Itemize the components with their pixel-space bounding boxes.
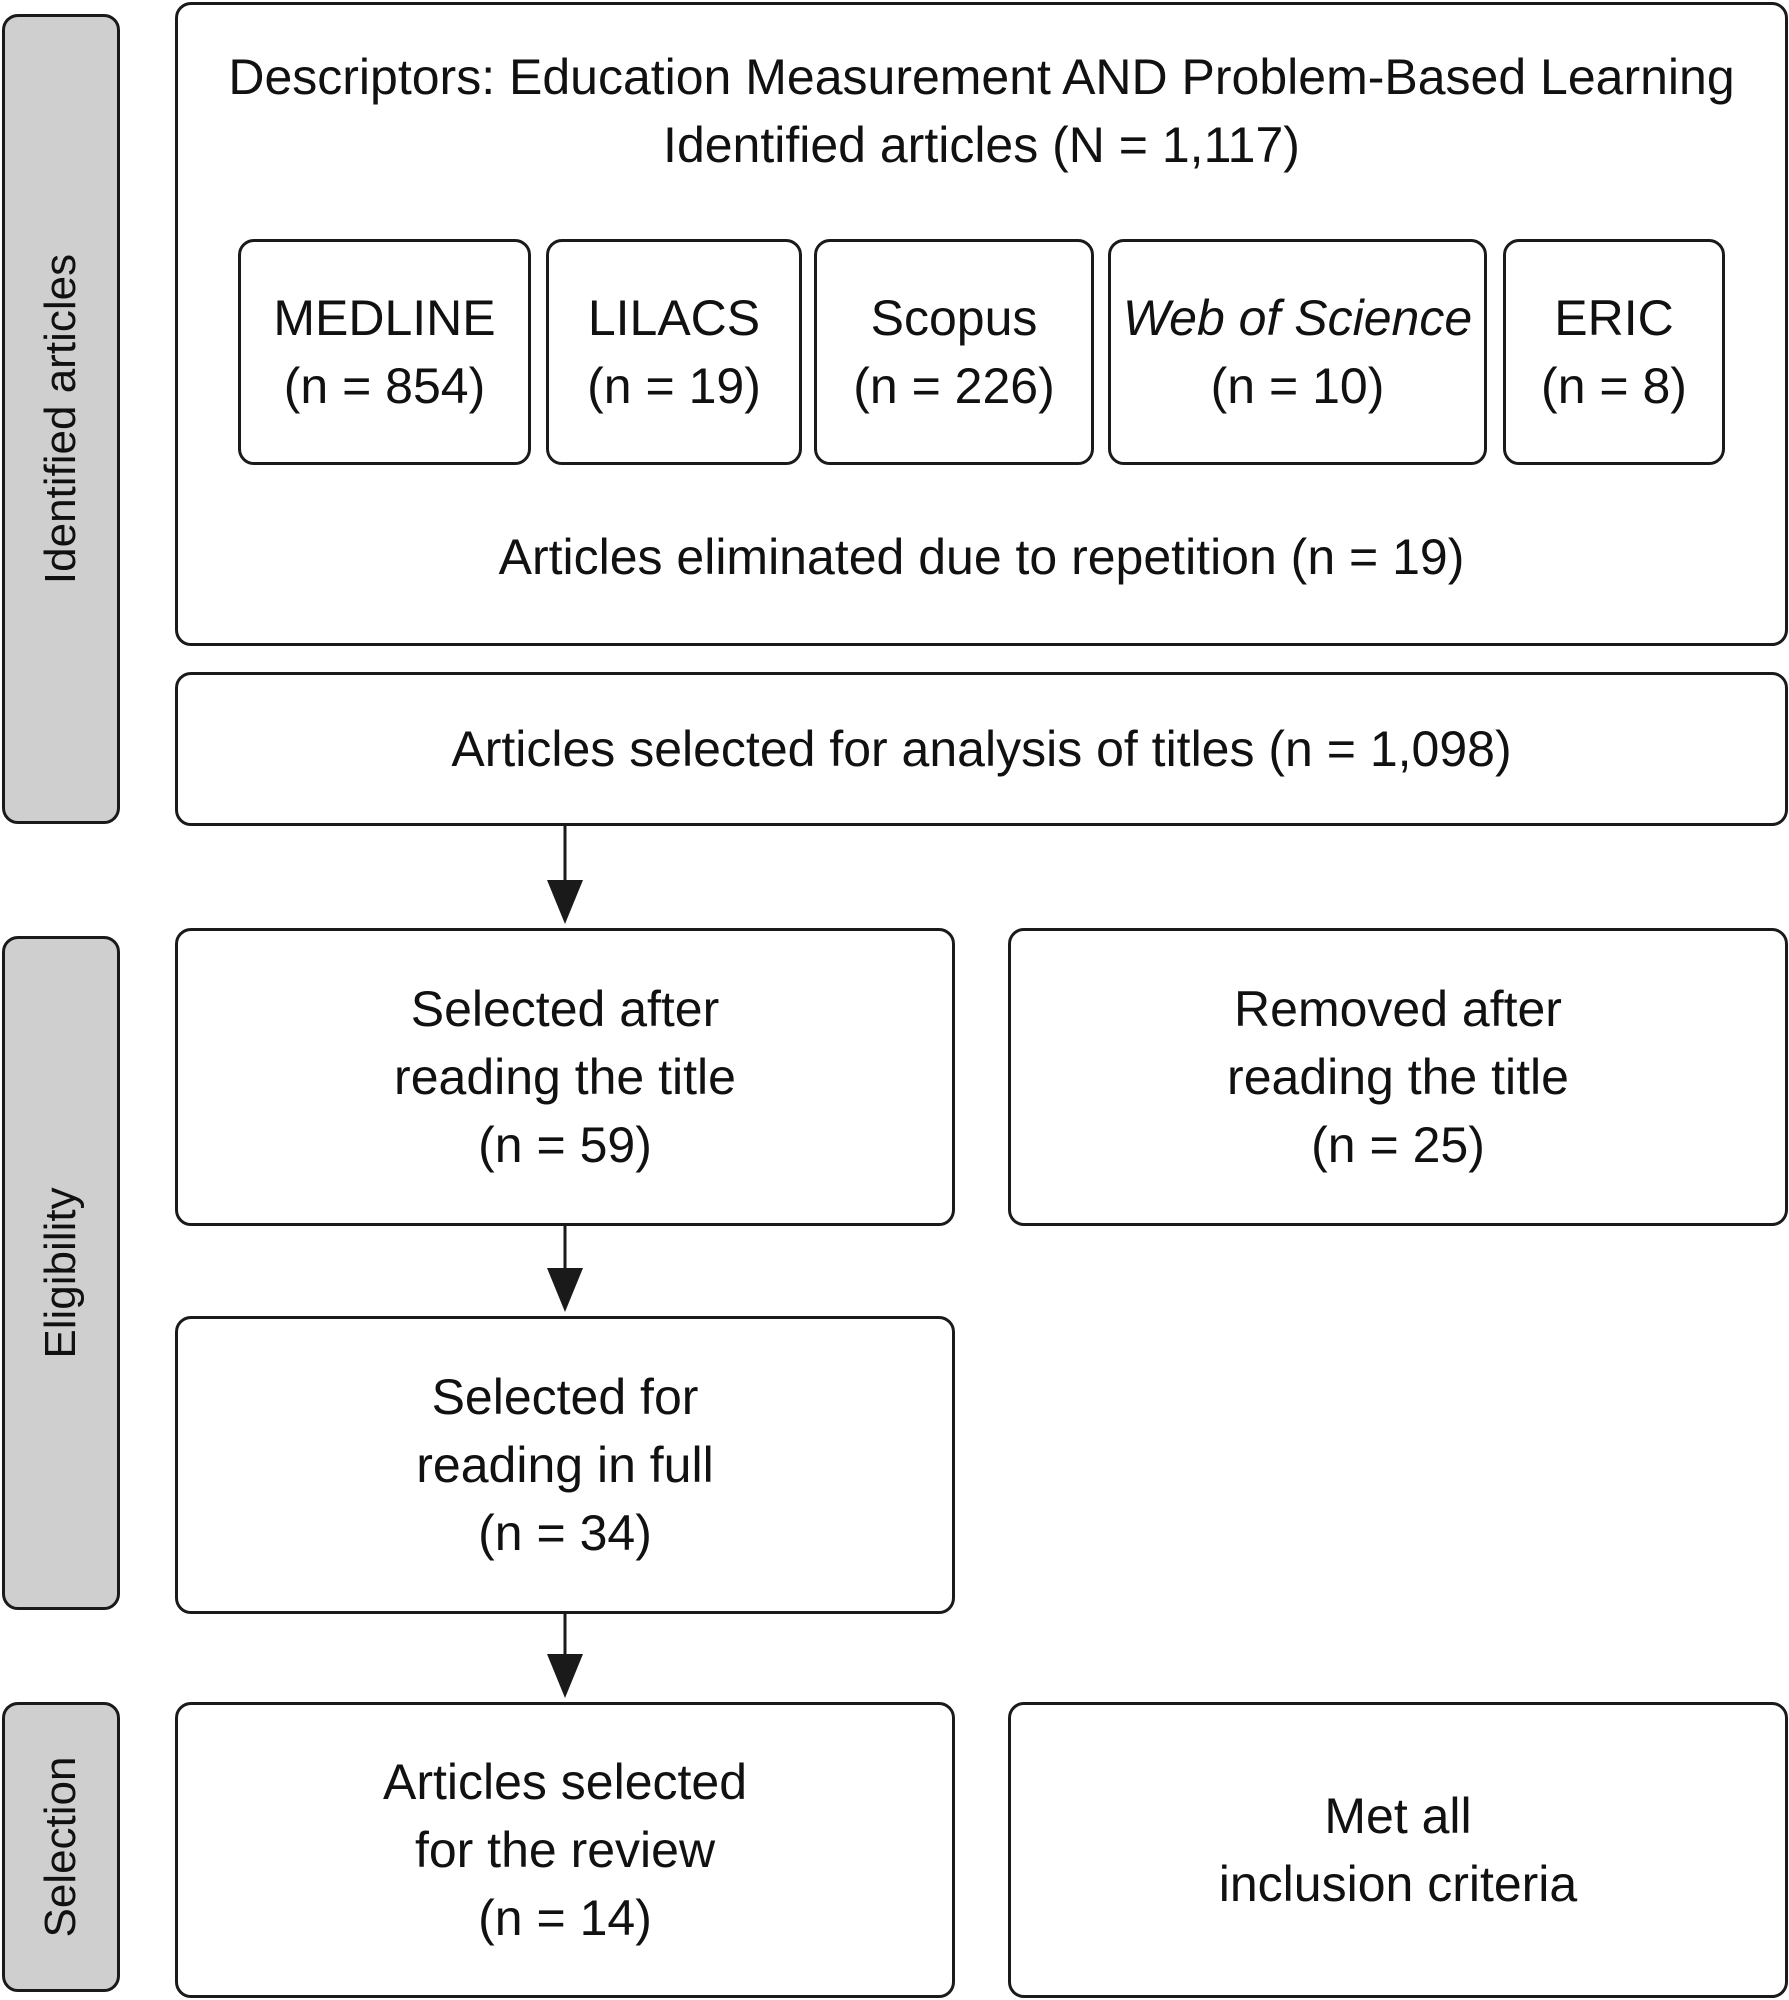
- removed-after-title-line1: Removed after: [1234, 981, 1562, 1037]
- selected-after-title-count: (n = 59): [478, 1117, 652, 1173]
- selected-after-title-line2: reading the title: [394, 1049, 736, 1105]
- removed-after-title-box: Removed after reading the title (n = 25): [1008, 928, 1788, 1226]
- database-box-medline: MEDLINE (n = 854): [238, 239, 531, 465]
- selected-review-count: (n = 14): [478, 1890, 652, 1946]
- arrow-head-1: [547, 880, 583, 924]
- stage-eligibility: Eligibility: [2, 936, 120, 1610]
- selected-review-line1: Articles selected: [382, 1754, 748, 1810]
- removed-after-title-line2: reading the title: [1227, 1049, 1569, 1105]
- database-count: (n = 226): [853, 358, 1055, 414]
- database-count: (n = 8): [1541, 358, 1687, 414]
- database-count: (n = 19): [587, 358, 761, 414]
- selected-full-box: Selected for reading in full (n = 34): [175, 1316, 955, 1614]
- database-count: (n = 854): [283, 358, 486, 414]
- criteria-line2: inclusion criteria: [1218, 1856, 1578, 1912]
- database-box-scopus: Scopus (n = 226): [814, 239, 1094, 465]
- database-box-lilacs: LILACS (n = 19): [546, 239, 802, 465]
- criteria-line1: Met all: [1324, 1788, 1472, 1844]
- stage-selection: Selection: [2, 1702, 120, 1992]
- selected-after-title-line1: Selected after: [410, 981, 720, 1037]
- identified-total-text: Identified articles (N = 1,117): [663, 117, 1300, 173]
- selected-after-title-box: Selected after reading the title (n = 59…: [175, 928, 955, 1226]
- identification-box: Descriptors: Education Measurement AND P…: [175, 2, 1788, 646]
- selected-full-line2: reading in full: [416, 1437, 714, 1493]
- database-name: LILACS: [587, 290, 761, 346]
- criteria-box: Met all inclusion criteria: [1008, 1702, 1788, 1998]
- selected-full-line1: Selected for: [431, 1369, 699, 1425]
- database-name: Web of Science: [1122, 290, 1473, 346]
- removed-after-title-count: (n = 25): [1311, 1117, 1485, 1173]
- database-name: ERIC: [1554, 290, 1674, 346]
- arrow-head-2: [547, 1268, 583, 1312]
- database-box-eric: ERIC (n = 8): [1503, 239, 1725, 465]
- database-name: Scopus: [870, 290, 1038, 346]
- arrow-head-3: [547, 1654, 583, 1698]
- title-analysis-text: Articles selected for analysis of titles…: [451, 721, 1512, 777]
- database-name: MEDLINE: [273, 290, 496, 346]
- database-count: (n = 10): [1210, 358, 1385, 414]
- title-analysis-box: Articles selected for analysis of titles…: [175, 672, 1788, 826]
- selected-review-box: Articles selected for the review (n = 14…: [175, 1702, 955, 1998]
- selected-full-count: (n = 34): [478, 1505, 652, 1561]
- eliminated-text: Articles eliminated due to repetition (n…: [498, 529, 1465, 585]
- database-box-web-of-science: Web of Science (n = 10): [1108, 239, 1487, 465]
- descriptors-text: Descriptors: Education Measurement AND P…: [228, 49, 1735, 105]
- selected-review-line2: for the review: [414, 1822, 716, 1878]
- stage-identified: Identified articles: [2, 14, 120, 824]
